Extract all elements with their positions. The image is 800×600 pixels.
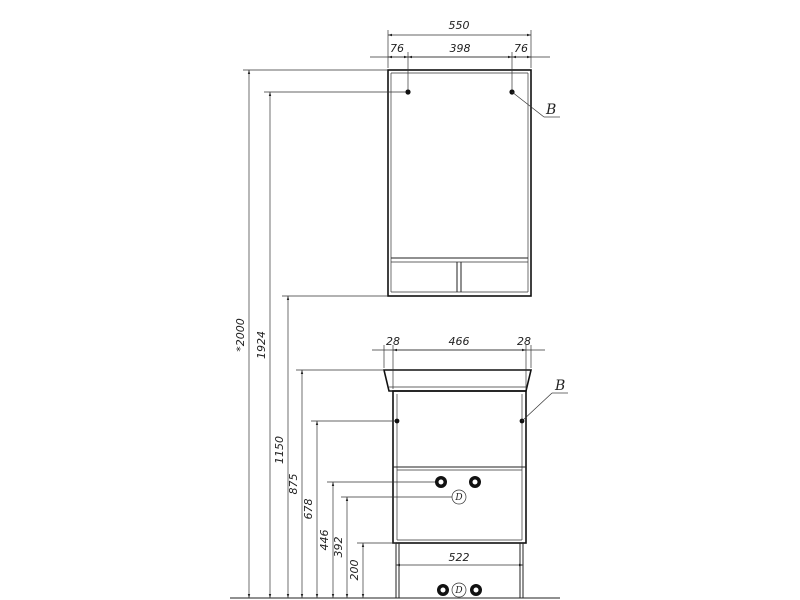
vanity-width-dimension: 28 466 28 (372, 335, 545, 389)
cabinet-width-dimension: 550 (387, 19, 532, 68)
dim-2000-label: *2000 (234, 318, 247, 352)
dim-76-left-label: 76 (390, 42, 404, 55)
dim-200-label: 200 (348, 560, 361, 581)
dim-875-label: 875 (287, 474, 300, 495)
leg-spacing-dimension: 522 (396, 551, 523, 567)
vanity-hole-left (394, 418, 400, 424)
dim-446-label: 446 (318, 530, 331, 551)
callout-b-top-label: B (545, 102, 556, 118)
callout-b-top: B (511, 91, 560, 118)
mount-hole-left (405, 89, 411, 95)
lower-callout-circle (451, 582, 467, 598)
cabinet-hole-dimension: 76 398 76 (370, 42, 550, 90)
dim-28-right-label: 28 (517, 335, 531, 348)
pipe-fittings-upper: D (435, 476, 481, 505)
basin-outline (382, 369, 533, 392)
height-dimensions: *2000 1924 1150 875 678 446 392 200 (234, 69, 452, 598)
pipe-callout-d-upper: D (454, 493, 462, 503)
dim-550-label: 550 (449, 19, 470, 32)
dim-398-label: 398 (450, 42, 471, 55)
cabinet-outline (387, 69, 532, 297)
pipe-fittings-lower: D (437, 582, 482, 598)
wall-cabinet (387, 69, 532, 297)
dim-76-right-label: 76 (514, 42, 528, 55)
dim-466-label: 466 (449, 335, 470, 348)
callout-b-vanity-label: B (554, 378, 565, 394)
dim-392-label: 392 (332, 537, 345, 558)
dim-28-left-label: 28 (386, 335, 400, 348)
dim-522-label: 522 (449, 551, 470, 564)
dim-1924-label: 1924 (255, 331, 268, 359)
pipe-callout-d-lower: D (454, 586, 462, 596)
dim-678-label: 678 (302, 499, 315, 520)
dim-1150-label: 1150 (273, 436, 286, 464)
callout-b-vanity: B (521, 378, 568, 422)
